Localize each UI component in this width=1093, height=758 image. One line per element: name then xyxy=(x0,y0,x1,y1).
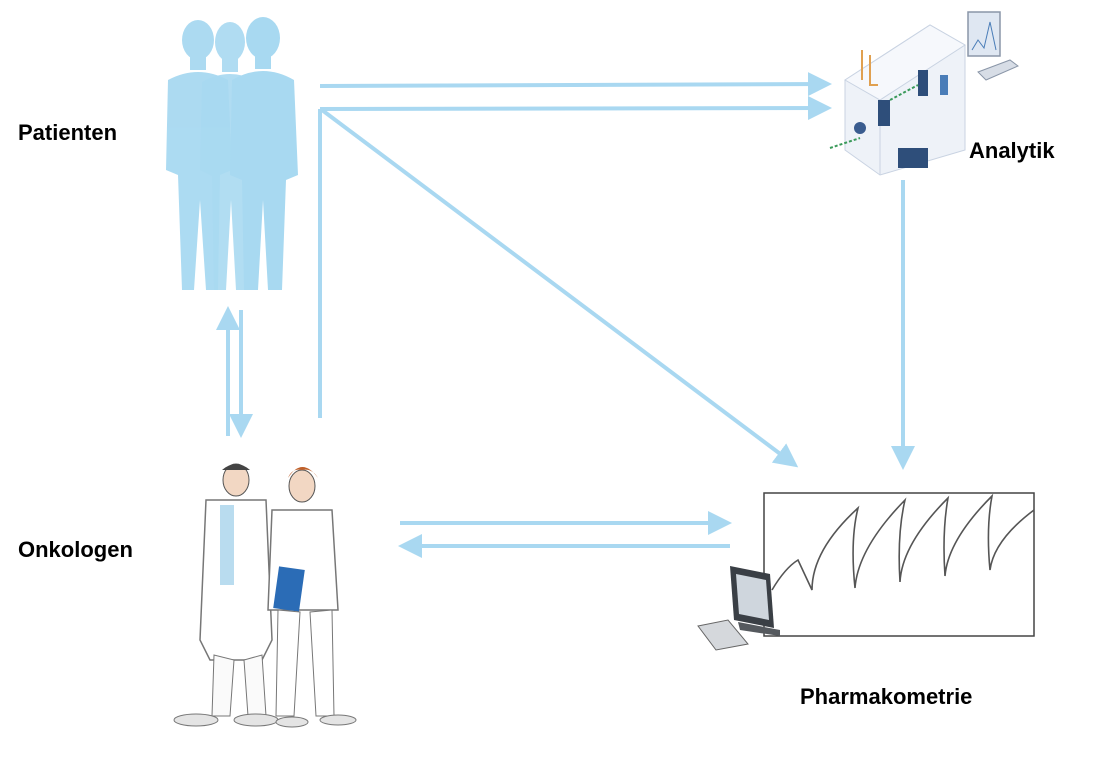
onkologen-label: Onkologen xyxy=(18,537,133,562)
analytik-label: Analytik xyxy=(969,138,1055,163)
pharmacometrics-chart xyxy=(763,492,1035,637)
pharmakometrie-label: Pharmakometrie xyxy=(800,684,973,709)
lab-analyzer-icon xyxy=(829,11,1019,176)
arrow-patients-to-analytik-2 xyxy=(319,96,832,121)
patienten-label: Patienten xyxy=(18,120,118,145)
arrows xyxy=(216,72,915,558)
patient-silhouettes-icon xyxy=(166,17,298,290)
clinicians-illustration-icon xyxy=(173,463,357,728)
arrow-patients-to-analytik-1 xyxy=(319,72,832,97)
computer-workstation-icon xyxy=(697,566,780,651)
arrow-patients-to-pharmacometrics xyxy=(320,108,799,468)
